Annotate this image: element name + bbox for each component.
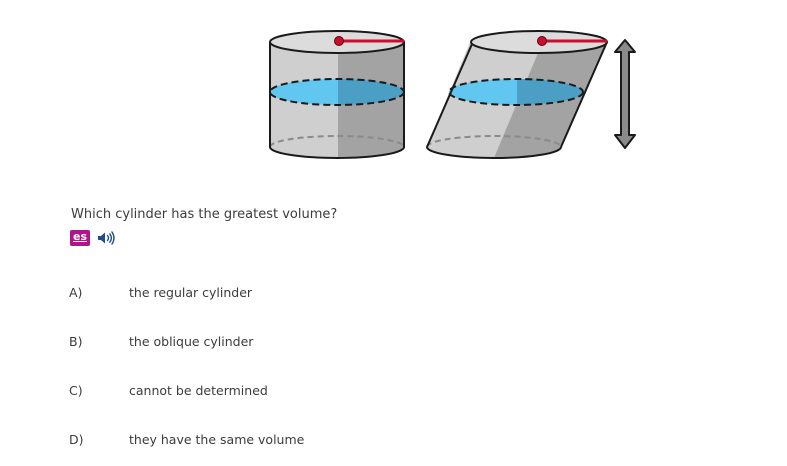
answer-option-c[interactable]: C) cannot be determined <box>69 383 268 398</box>
option-text: they have the same volume <box>129 432 305 447</box>
option-letter: A) <box>69 285 83 300</box>
answer-option-a[interactable]: A) the regular cylinder <box>69 285 252 300</box>
regular-cylinder <box>269 30 405 159</box>
height-arrow-icon <box>614 39 636 149</box>
cylinders-figure <box>262 22 647 167</box>
spanish-translation-button[interactable]: es <box>70 230 90 246</box>
question-tools: es <box>70 230 116 246</box>
option-letter: B) <box>69 334 83 349</box>
option-letter: D) <box>69 432 84 447</box>
answer-option-b[interactable]: B) the oblique cylinder <box>69 334 253 349</box>
oblique-cylinder <box>426 30 608 159</box>
option-text: the regular cylinder <box>129 285 253 300</box>
question-text: Which cylinder has the greatest volume? <box>71 207 338 222</box>
option-text: the oblique cylinder <box>129 334 254 349</box>
option-letter: C) <box>69 383 83 398</box>
option-text: cannot be determined <box>129 383 268 398</box>
speaker-icon[interactable] <box>96 230 116 246</box>
answer-option-d[interactable]: D) they have the same volume <box>69 432 304 447</box>
cylinders-illustration <box>269 30 636 159</box>
